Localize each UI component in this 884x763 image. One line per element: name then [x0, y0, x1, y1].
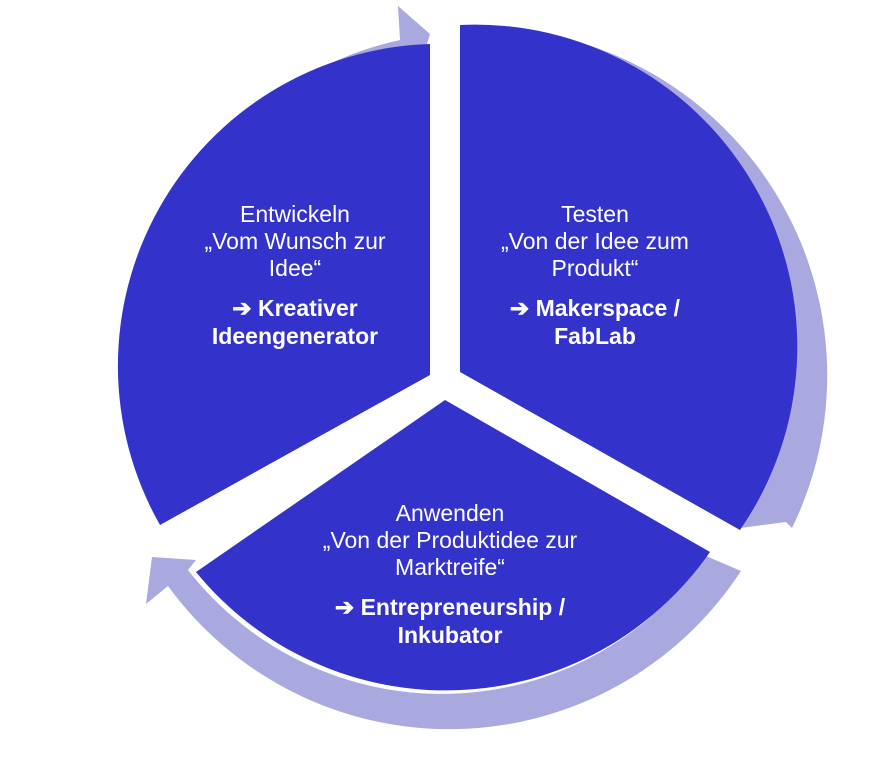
segment-result-text: Kreativer [257, 295, 358, 321]
arrow-right-icon: ➔ [509, 295, 530, 321]
ring-arrow-anwenden-to-entwickeln [146, 556, 741, 730]
segment-quote-line: „Von der Idee zum [501, 228, 689, 254]
segment-result-line: Inkubator [397, 622, 503, 648]
segment-quote-line: „Von der Produktidee zur [322, 527, 578, 553]
arrow-right-icon: ➔ [334, 594, 355, 620]
segment-entwickeln-text: Entwickeln „Vom Wunsch zur Idee“ ➔ Kreat… [150, 201, 440, 350]
segment-title: Testen [561, 201, 629, 227]
segment-quote-line: „Vom Wunsch zur [204, 228, 386, 254]
segment-result-line: ➔ Kreativer [150, 294, 440, 322]
arrow-right-icon: ➔ [232, 295, 252, 321]
segment-testen-text: Testen „Von der Idee zum Produkt“ ➔ Make… [450, 201, 740, 350]
segment-quote-line: Idee“ [268, 255, 322, 281]
segment-entwickeln [117, 44, 431, 525]
segment-result-line: ➔ Makerspace / [450, 294, 740, 322]
segment-title: Entwickeln [240, 201, 350, 227]
segment-result-line: FabLab [554, 323, 636, 349]
segment-result-line: ➔ Entrepreneurship / [270, 593, 630, 621]
ring-arrow-testen-to-anwenden [460, 27, 828, 529]
segment-result-text: Entrepreneurship / [360, 594, 566, 620]
segment-quote-line: Marktreife“ [395, 554, 505, 580]
segment-testen [460, 24, 798, 531]
segment-result-line: Ideengenerator [211, 323, 379, 349]
segment-title: Anwenden [395, 500, 505, 526]
segment-anwenden [196, 400, 710, 691]
segment-anwenden-text: Anwenden „Von der Produktidee zur Marktr… [270, 500, 630, 649]
segment-result-text: Makerspace / [535, 295, 681, 321]
segment-quote-line: Produkt“ [551, 255, 639, 281]
